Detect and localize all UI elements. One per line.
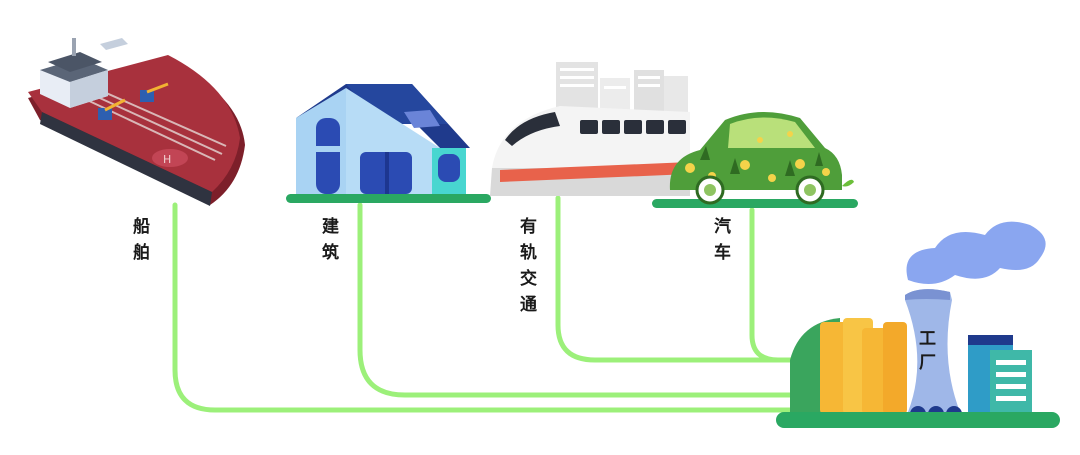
rail-label-char-1: 有 xyxy=(520,216,537,237)
connector-car xyxy=(749,207,803,363)
connector-building xyxy=(357,202,823,398)
building-label: 建 筑 xyxy=(322,216,339,263)
building-illustration xyxy=(286,84,491,203)
factory-label-char-2: 厂 xyxy=(919,353,936,373)
car-label-char-2: 车 xyxy=(714,242,731,263)
connector-lines xyxy=(172,195,823,413)
svg-text:H: H xyxy=(163,153,171,166)
factory-label: 工 厂 xyxy=(919,329,936,373)
rail-label-char-3: 交 xyxy=(520,268,537,289)
ship-label: 船 舶 xyxy=(133,216,150,263)
ship-label-char-1: 船 xyxy=(133,216,150,237)
car-label-char-1: 汽 xyxy=(714,216,731,237)
rail-label-char-4: 通 xyxy=(520,295,537,315)
rail-illustration xyxy=(490,62,690,196)
ship-label-char-2: 舶 xyxy=(133,242,150,263)
car-illustration xyxy=(652,111,858,208)
car-label: 汽 车 xyxy=(714,216,731,263)
rail-label-char-2: 轨 xyxy=(520,242,537,263)
building-ground xyxy=(286,194,491,203)
building-label-char-2: 筑 xyxy=(322,242,339,263)
building-label-char-1: 建 xyxy=(322,216,339,237)
connector-ship xyxy=(172,202,823,413)
car-ground xyxy=(652,199,858,208)
connector-rail xyxy=(555,195,823,363)
ship-illustration: H xyxy=(28,38,245,206)
factory-illustration xyxy=(776,221,1060,428)
factory-label-char-1: 工 xyxy=(919,329,936,349)
rail-label: 有 轨 交 通 xyxy=(520,216,537,315)
factory-ground xyxy=(776,412,1060,428)
